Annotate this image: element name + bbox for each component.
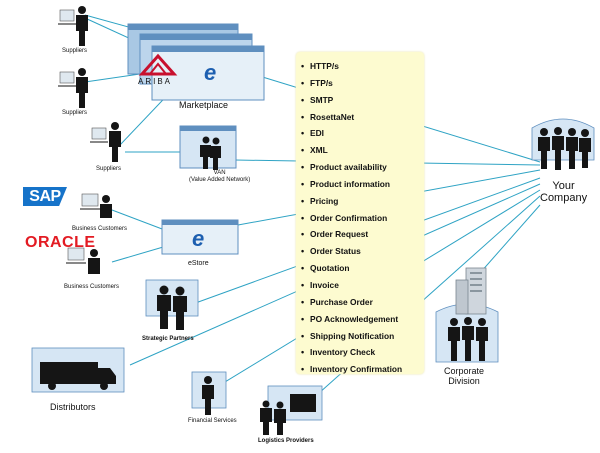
strategic-partners-node: Strategic Partners bbox=[142, 276, 230, 346]
message-type-item: XML bbox=[301, 142, 424, 159]
van-truck-icon bbox=[31, 347, 125, 393]
suppliers-node-1: Suppliers bbox=[52, 4, 102, 56]
suppliers-label-1: Suppliers bbox=[62, 48, 88, 54]
message-type-item: Quotation bbox=[301, 260, 424, 277]
message-type-item: EDI bbox=[301, 125, 424, 142]
message-type-item: Product information bbox=[301, 176, 424, 193]
business-customers-node-2: Business Customers bbox=[62, 244, 128, 294]
message-type-item: Order Status bbox=[301, 243, 424, 260]
strategic-partners-label: Strategic Partners bbox=[142, 336, 194, 342]
message-type-item: RosettaNet bbox=[301, 109, 424, 126]
business-customers-node-1: Business Customers bbox=[70, 190, 130, 238]
financial-services-node: Financial Services bbox=[186, 370, 256, 430]
estore-e-logo: e bbox=[192, 226, 205, 251]
message-type-item: PO Acknowledgement bbox=[301, 311, 424, 328]
sap-logo: SAP bbox=[23, 187, 67, 206]
suppliers-node-3: Suppliers bbox=[88, 120, 138, 176]
person-silhouette-icon bbox=[191, 371, 227, 415]
message-type-item: Pricing bbox=[301, 193, 424, 210]
person-silhouette-icon bbox=[145, 279, 199, 330]
person-silhouette-icon bbox=[531, 118, 595, 170]
financial-services-label: Financial Services bbox=[188, 418, 237, 424]
distributors-node: Distributors bbox=[26, 346, 136, 416]
message-type-item: SMTP bbox=[301, 92, 424, 109]
logistics-providers-node: Logistics Providers bbox=[254, 384, 334, 446]
corporate-division-label: Corporate Division bbox=[444, 366, 485, 386]
estore-node: e eStore bbox=[160, 216, 244, 274]
web-window-icon bbox=[179, 125, 237, 170]
suppliers-node-2: Suppliers bbox=[52, 66, 102, 118]
computer-icon bbox=[66, 247, 100, 274]
message-type-item: Order Confirmation bbox=[301, 210, 424, 227]
your-company-label: Your Company bbox=[540, 180, 588, 204]
your-company-node: Your Company bbox=[526, 110, 600, 210]
message-type-item: Inventory Check bbox=[301, 344, 424, 361]
marketplace-node: e ARIBA Marketplace bbox=[118, 22, 268, 120]
distributors-label: Distributors bbox=[50, 402, 96, 412]
supplier-computer-icon bbox=[58, 6, 88, 46]
message-type-item: Shipping Notification bbox=[301, 328, 424, 345]
web-window-icon bbox=[127, 23, 265, 101]
message-type-item: Order Request bbox=[301, 226, 424, 243]
estore-label: eStore bbox=[188, 260, 209, 267]
supplier-computer-icon bbox=[58, 68, 88, 108]
building-icon bbox=[435, 267, 499, 363]
message-type-item: Inventory Confirmation bbox=[301, 361, 424, 378]
business-customers-label-1: Business Customers bbox=[72, 226, 128, 232]
marketplace-e-logo: e bbox=[204, 60, 217, 85]
message-type-item: HTTP/s bbox=[301, 58, 424, 75]
corporate-division-node: Corporate Division bbox=[434, 266, 500, 390]
message-type-item: Purchase Order bbox=[301, 294, 424, 311]
message-types-list: HTTP/sFTP/sSMTPRosettaNetEDIXMLProduct a… bbox=[296, 52, 424, 378]
business-customers-label-2: Business Customers bbox=[64, 284, 120, 290]
oracle-logo: ORACLE bbox=[25, 234, 96, 251]
marketplace-label: Marketplace bbox=[179, 100, 229, 110]
ariba-logo: ARIBA bbox=[138, 77, 173, 86]
message-type-item: FTP/s bbox=[301, 75, 424, 92]
van-node: VAN (Value Added Network) bbox=[178, 124, 250, 202]
web-window-icon bbox=[161, 219, 239, 255]
van-label: VAN (Value Added Network) bbox=[189, 170, 251, 183]
message-type-item: Product availability bbox=[301, 159, 424, 176]
computer-icon bbox=[80, 193, 112, 218]
logistics-providers-label: Logistics Providers bbox=[258, 438, 314, 444]
supplier-computer-icon bbox=[90, 122, 121, 162]
message-types-panel: HTTP/sFTP/sSMTPRosettaNetEDIXMLProduct a… bbox=[296, 52, 424, 378]
suppliers-label-2: Suppliers bbox=[62, 110, 88, 116]
message-type-item: Invoice bbox=[301, 277, 424, 294]
van-truck-icon bbox=[260, 385, 323, 435]
suppliers-label-3: Suppliers bbox=[96, 166, 122, 172]
